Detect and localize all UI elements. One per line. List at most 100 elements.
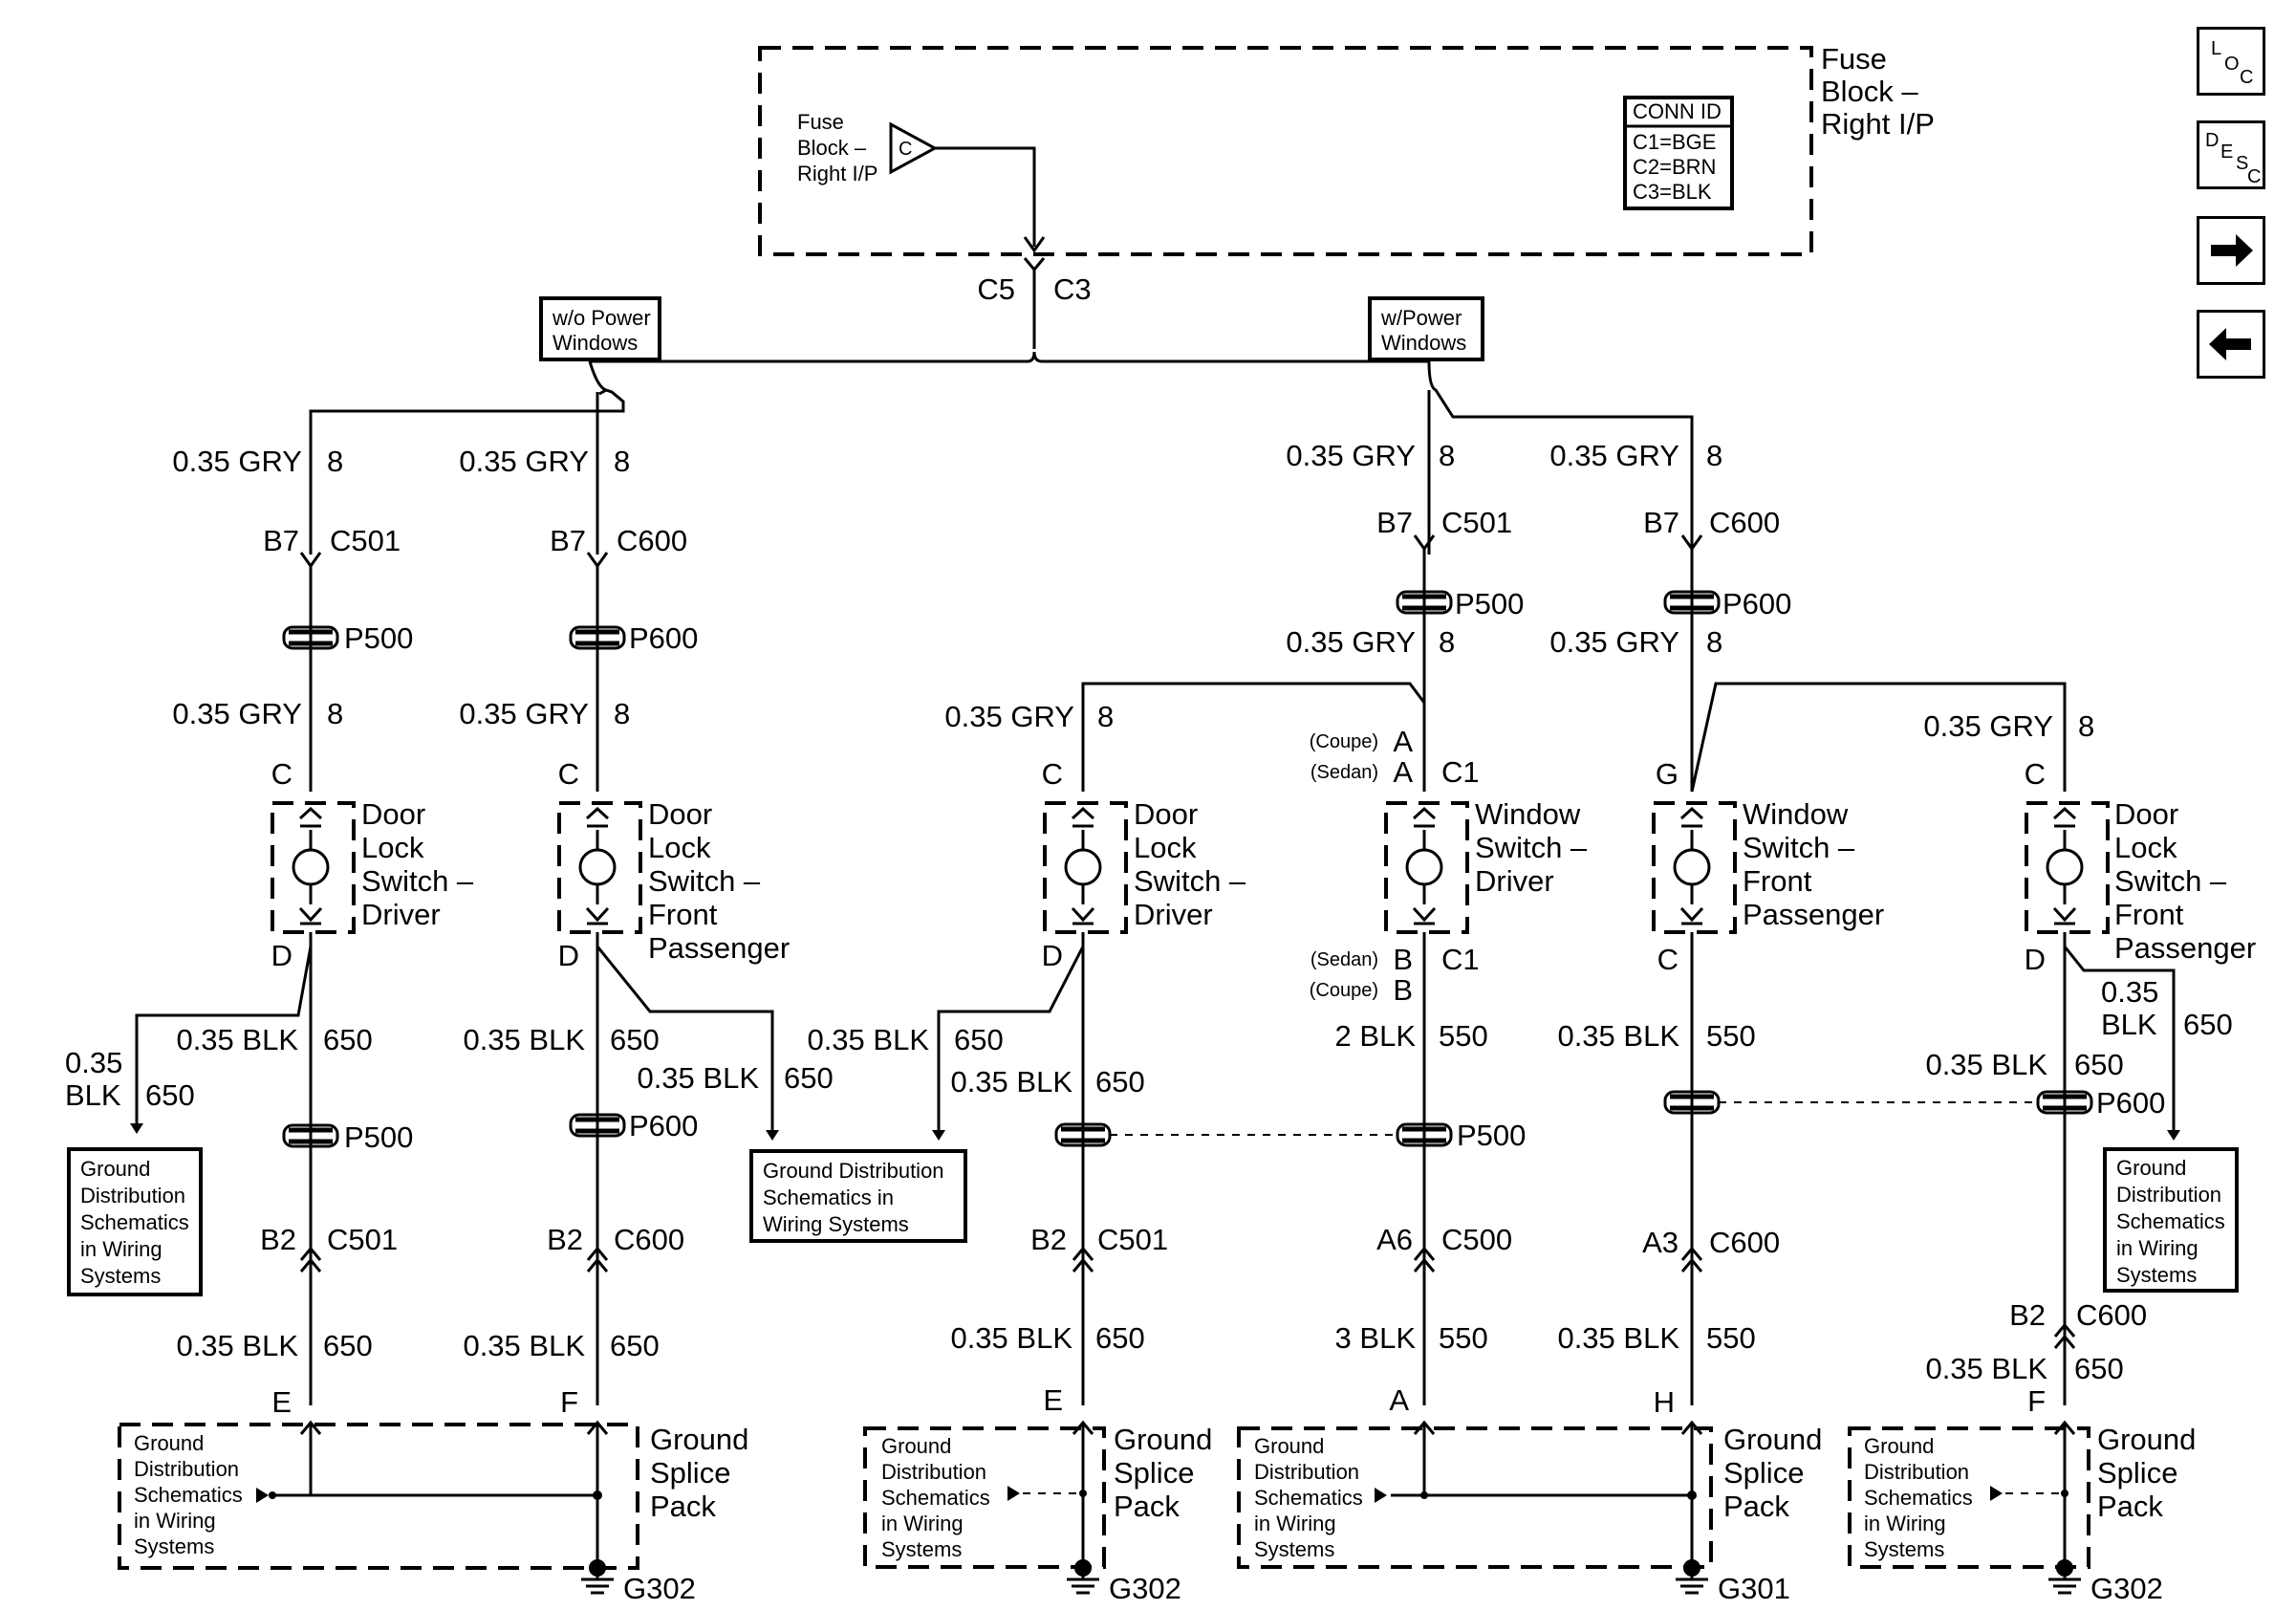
wire-label: 0.35: [2101, 975, 2158, 1009]
wire-label: 0.35 BLK: [637, 1061, 759, 1095]
ref-text: Distribution: [134, 1457, 239, 1481]
wire-label: 0.35 BLK: [176, 1329, 298, 1362]
component-label: Lock: [2114, 831, 2177, 864]
connector-label: P500: [1455, 587, 1524, 620]
ref-text: Ground: [1254, 1434, 1324, 1458]
ground-label: G302: [2090, 1572, 2163, 1605]
conn-id-row: C1=BGE: [1633, 130, 1716, 154]
switch-outline: [1652, 801, 1737, 934]
circuit-number: 650: [1095, 1321, 1145, 1355]
switch-outline: [271, 801, 356, 934]
prev-button[interactable]: [2197, 310, 2265, 379]
ref-text: in Wiring: [1864, 1512, 1946, 1535]
wire-label: 0.35 BLK: [807, 1023, 929, 1056]
wire-label: BLK: [65, 1078, 121, 1112]
desc-button[interactable]: D E S C: [2197, 120, 2265, 189]
component-label: Ground: [1114, 1423, 1212, 1456]
splice-pack-outline: [118, 1423, 639, 1570]
ref-text: Schematics in: [763, 1186, 894, 1209]
wire-label: 0.35 GRY: [1286, 439, 1416, 472]
connector-label: C600: [614, 1223, 684, 1256]
component-label: Lock: [648, 831, 711, 864]
ref-text: Systems: [80, 1264, 161, 1288]
component-label: Ground: [1723, 1423, 1822, 1456]
option-text: w/Power: [1380, 306, 1462, 330]
terminal-label: B2: [1030, 1223, 1067, 1256]
pass-through-p600: [2036, 1090, 2093, 1115]
ref-text: in Wiring: [881, 1512, 964, 1535]
terminal-label: A: [1389, 1383, 1409, 1417]
connector-label: P600: [1722, 587, 1791, 620]
wire-label: 0.35 GRY: [459, 445, 589, 478]
ground-distribution-reference[interactable]: [749, 1149, 967, 1243]
wire-label: 3 BLK: [1335, 1321, 1417, 1355]
right-bus-tap: [1427, 360, 1694, 555]
circuit-number: 550: [1706, 1321, 1756, 1355]
power-bus: w/o Power Windows w/Power Windows: [309, 296, 1694, 555]
conn-id-row: C3=BLK: [1633, 180, 1712, 204]
component-label: Passenger: [648, 931, 790, 965]
option-text: Windows: [552, 331, 638, 355]
ref-text: Ground: [1864, 1434, 1934, 1458]
ground-distribution-reference[interactable]: [2103, 1147, 2239, 1293]
circuit-number: 8: [1439, 439, 1455, 472]
component-label: Door: [648, 797, 712, 831]
component-label: Splice: [1723, 1456, 1804, 1490]
component-label: Ground: [2097, 1423, 2196, 1456]
component-label: Switch –: [361, 864, 474, 898]
ground-distribution-reference[interactable]: [67, 1147, 203, 1296]
wire-label: 0.35 BLK: [950, 1065, 1072, 1099]
terminal-label: C: [271, 757, 292, 791]
terminal-label: B2: [2009, 1298, 2046, 1332]
left-bus-tap: [309, 360, 625, 555]
wire-label: 0.35 BLK: [1557, 1019, 1679, 1053]
loc-button[interactable]: L O C: [2197, 27, 2265, 96]
circuit-number: 650: [954, 1023, 1004, 1056]
ref-text: Ground Distribution: [763, 1159, 944, 1183]
switch-symbol: [1673, 848, 1711, 886]
loc-letter: L: [2211, 38, 2222, 59]
wire-label: 0.35 BLK: [950, 1321, 1072, 1355]
switch-outline: [1384, 801, 1469, 934]
component-label: Splice: [2097, 1456, 2177, 1490]
ground-splice-pack-2: Ground Distribution Schematics in Wiring…: [863, 1420, 1212, 1605]
switch-symbol: [2046, 848, 2084, 886]
ref-text: Ground: [80, 1157, 150, 1181]
component-label: Splice: [650, 1456, 730, 1490]
ref-text: Ground: [134, 1431, 204, 1455]
ref-text: Systems: [2116, 1263, 2197, 1287]
terminal-label: D: [1042, 939, 1063, 972]
circuit-number: 650: [610, 1023, 660, 1056]
connector-label: C501: [1097, 1223, 1168, 1256]
next-button[interactable]: [2197, 216, 2265, 285]
circuit-number: 650: [610, 1329, 660, 1362]
connector-label: P500: [344, 1120, 413, 1154]
terminal-label: B: [1393, 943, 1413, 976]
ground-splice-pack-1: Ground Distribution Schematics in Wiring…: [118, 1420, 748, 1605]
bus-line: [590, 351, 1429, 363]
connector-label: C1: [1441, 755, 1480, 789]
wire-label: 0.35 BLK: [1925, 1048, 2047, 1081]
ref-text: Schematics: [2116, 1209, 2225, 1233]
ref-text: Systems: [1864, 1537, 1944, 1561]
component-label: Switch –: [1743, 831, 1855, 864]
loc-letter: O: [2224, 54, 2240, 75]
terminal-label: B2: [547, 1223, 583, 1256]
fuse-inner-label-3: Right I/P: [797, 162, 877, 185]
circuit-number: 8: [614, 697, 630, 730]
circuit-ws-front-pass: 0.35 GRY 8 B7 C600 P600 0.35 GRY 8 G Win…: [1549, 439, 2067, 1419]
variant-label: (Sedan): [1310, 949, 1378, 970]
connector-label: C500: [1441, 1223, 1512, 1256]
wire-label: 0.35 GRY: [944, 700, 1074, 733]
splice-pack-outline: [1237, 1426, 1713, 1569]
connector-label: C1: [1441, 943, 1480, 976]
component-label: Driver: [1475, 864, 1554, 898]
terminal-label: A: [1393, 755, 1413, 789]
connector-label: C600: [2076, 1298, 2147, 1332]
variant-label: (Coupe): [1310, 980, 1378, 1001]
circuit-number: 8: [1439, 625, 1455, 659]
pass-through-p600: [1663, 590, 1721, 615]
circuit-ws-driver: 0.35 GRY 8 B7 C501 P500 0.35 GRY 8 (Coup…: [1286, 439, 1587, 1417]
ref-text: Systems: [134, 1534, 214, 1558]
